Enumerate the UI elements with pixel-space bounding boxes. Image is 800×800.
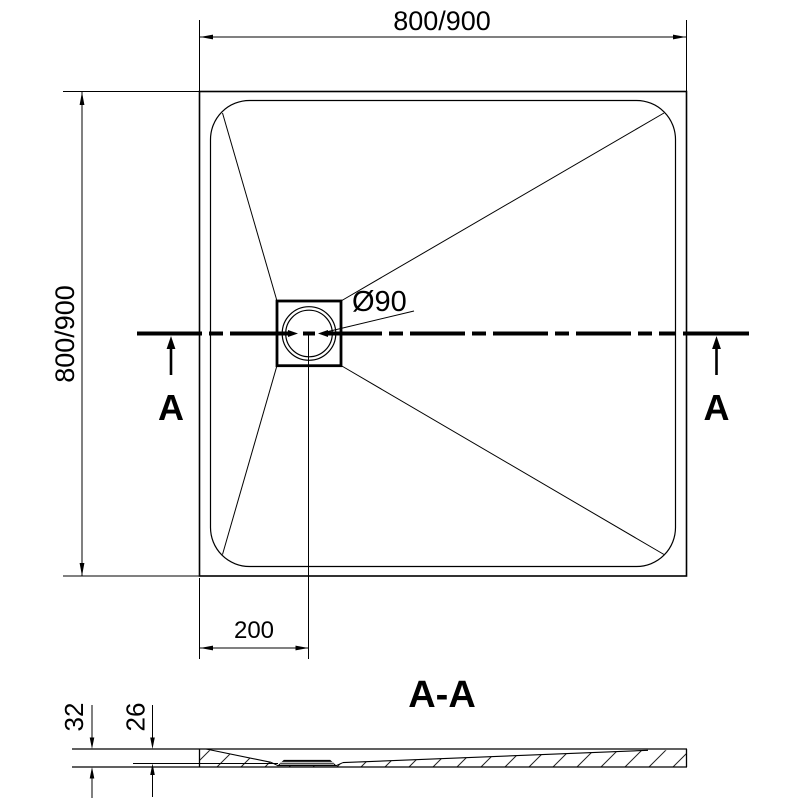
inner-height-label: 26 <box>121 703 151 732</box>
arrowhead-left-icon <box>200 645 213 651</box>
centerline-arrow-left-icon <box>318 330 328 337</box>
arrowhead-down-icon <box>79 563 85 576</box>
arrowhead-left-icon <box>200 34 213 40</box>
side-height-label: 800/900 <box>50 285 80 383</box>
arrowhead-up-icon <box>79 92 85 105</box>
arrowhead-up-icon <box>150 763 155 775</box>
fold-line-top-left <box>222 112 278 302</box>
arrowhead-right-icon <box>295 645 309 651</box>
fold-line-bottom-right <box>340 365 665 555</box>
drain-diameter-label: Ø90 <box>352 286 407 318</box>
arrowhead-down-icon <box>89 737 95 749</box>
drain-recess-left <box>270 761 279 767</box>
marker-arrow-up-icon <box>166 336 176 349</box>
section-marker-right <box>712 336 721 375</box>
section-outline <box>72 748 688 768</box>
drain-recess-right <box>335 762 344 767</box>
arrowhead-down-icon <box>150 737 155 749</box>
marker-arrow-up-icon <box>712 336 721 349</box>
fold-line-bottom-left <box>222 365 278 555</box>
drain-offset-dimension <box>199 578 309 659</box>
drain-diameter-leader-line <box>323 310 415 333</box>
drain-cover-body <box>276 759 338 767</box>
section-marker-left-label: A <box>158 387 184 428</box>
total-height-dimension <box>89 705 95 798</box>
arrowhead-right-icon <box>673 34 686 40</box>
top-width-label: 800/900 <box>393 6 491 36</box>
fold-line-top-right <box>340 112 665 302</box>
section-title: A-A <box>408 674 476 716</box>
arrowhead-up-icon <box>89 767 95 779</box>
section-marker-right-label: A <box>704 387 730 428</box>
slope-fold-lines <box>222 112 665 555</box>
total-height-label: 32 <box>59 703 89 732</box>
side-height-dimension <box>63 91 199 577</box>
drain-offset-label: 200 <box>234 617 274 644</box>
section-marker-left <box>166 336 176 375</box>
centerline-arrow-right-icon <box>288 330 298 337</box>
section-view: 32 26 <box>59 703 688 798</box>
section-drain-cover <box>276 759 338 767</box>
top-width-dimension <box>199 20 687 91</box>
inner-height-dimension <box>150 705 155 797</box>
plan-view <box>198 90 688 659</box>
floor-slope-right <box>342 749 649 764</box>
floor-slope-left <box>205 748 272 763</box>
